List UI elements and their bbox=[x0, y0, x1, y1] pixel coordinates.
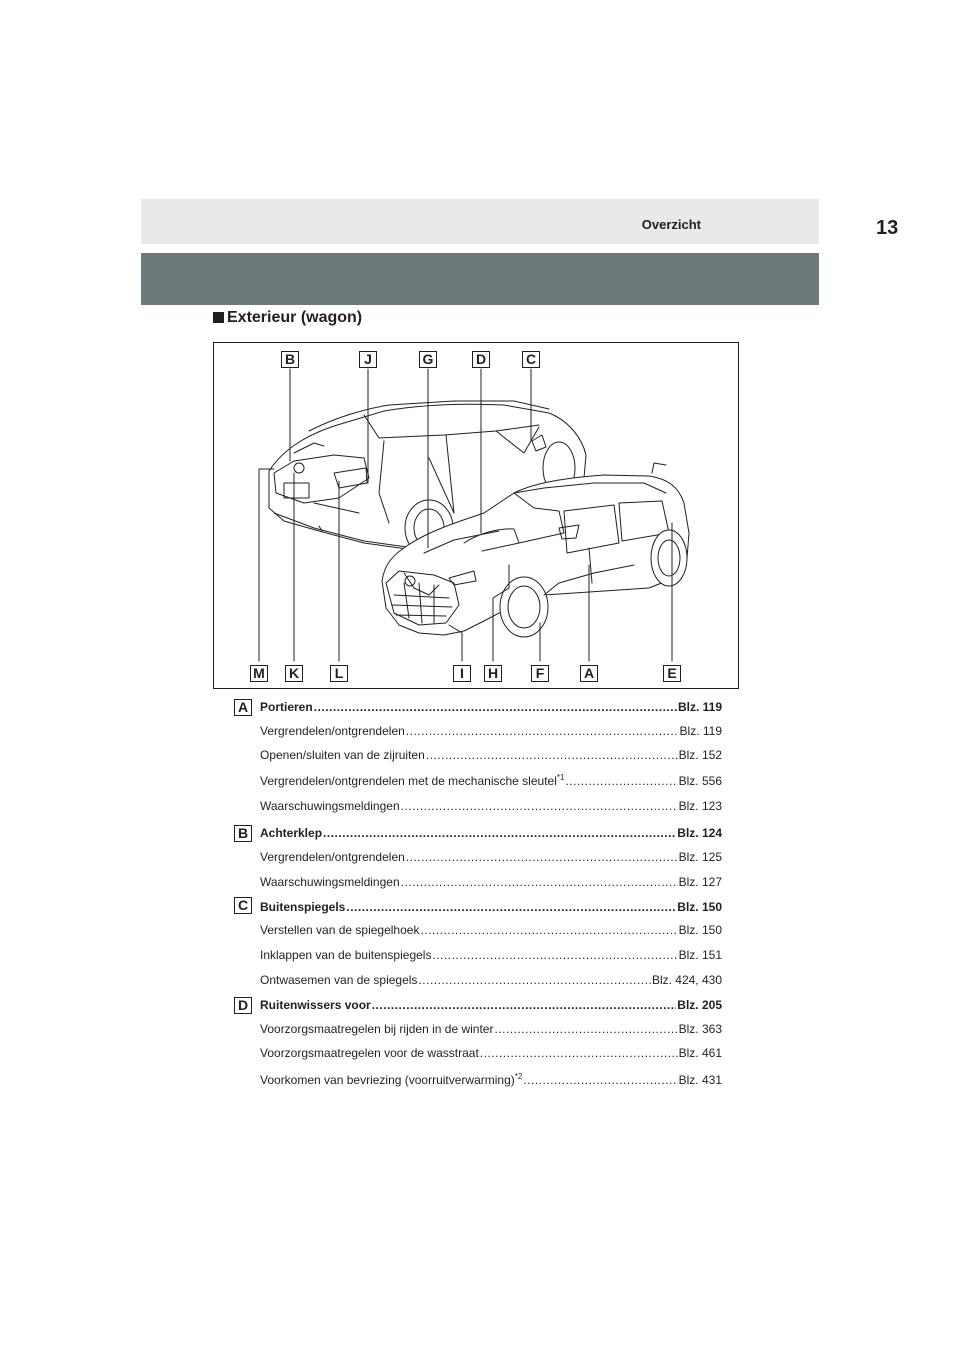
callout-b: B bbox=[281, 351, 299, 368]
callout-k: K bbox=[285, 665, 303, 682]
page-ref: Blz. 127 bbox=[678, 875, 722, 889]
entry-item: Vergrendelen/ontgrendelen met de mechani… bbox=[260, 772, 722, 790]
group-letter-b: B bbox=[234, 825, 252, 842]
leader-dots bbox=[426, 746, 678, 764]
entry-text: Ontwasemen van de spiegels bbox=[260, 973, 418, 987]
entry-item: Ontwasemen van de spiegels Blz. 424, 430 bbox=[260, 971, 722, 989]
group-letter-d: D bbox=[234, 997, 252, 1014]
leader-dots bbox=[323, 824, 676, 842]
entry-text: Vergrendelen/ontgrendelen bbox=[260, 850, 405, 864]
callout-a: A bbox=[580, 665, 598, 682]
entry-text: Waarschuwingsmeldingen bbox=[260, 875, 400, 889]
entry-item: Inklappen van de buitenspiegels Blz. 151 bbox=[260, 946, 722, 964]
entry-text: Inklappen van de buitenspiegels bbox=[260, 948, 432, 962]
callout-m: M bbox=[250, 665, 268, 682]
entry-item: Verstellen van de spiegelhoek Blz. 150 bbox=[260, 921, 722, 939]
section-label: Overzicht bbox=[641, 217, 701, 232]
page-ref: Blz. 125 bbox=[678, 850, 722, 864]
entry-title: Buitenspiegels bbox=[260, 900, 346, 914]
page-ref: Blz. 556 bbox=[678, 774, 722, 788]
leader-dots bbox=[420, 921, 677, 939]
leader-dots bbox=[432, 946, 677, 964]
entry-main: Portieren Blz. 119 bbox=[260, 698, 722, 716]
entry-text: Voorzorgsmaatregelen voor de wasstraat bbox=[260, 1046, 479, 1060]
car-illustration bbox=[258, 368, 690, 662]
entry-text: Verstellen van de spiegelhoek bbox=[260, 923, 420, 937]
callout-c: C bbox=[522, 351, 540, 368]
entry-text-main: Voorkomen van bevriezing (voorruitverwar… bbox=[260, 1073, 515, 1087]
page-ref: Blz. 152 bbox=[678, 748, 722, 762]
page-ref: Blz. 461 bbox=[678, 1046, 722, 1060]
entry-item: Waarschuwingsmeldingen Blz. 123 bbox=[260, 797, 722, 815]
page-ref: Blz. 119 bbox=[677, 700, 722, 714]
entry-text: Waarschuwingsmeldingen bbox=[260, 799, 400, 813]
leader-dots bbox=[406, 722, 679, 740]
leader-dots bbox=[346, 898, 676, 916]
exterior-figure: B J G D C M K L I H F A E bbox=[213, 342, 739, 689]
entry-main: Achterklep Blz. 124 bbox=[260, 824, 722, 842]
entry-title: Achterklep bbox=[260, 826, 323, 840]
entry-item: Openen/sluiten van de zijruiten Blz. 152 bbox=[260, 746, 722, 764]
leader-dots bbox=[401, 797, 678, 815]
entry-text: Vergrendelen/ontgrendelen met de mechani… bbox=[260, 772, 564, 790]
page-ref: Blz. 124 bbox=[677, 826, 722, 840]
entry-item: Voorzorgsmaatregelen bij rijden in de wi… bbox=[260, 1020, 722, 1038]
leader-dots bbox=[480, 1044, 678, 1062]
section-title-text: Exterieur (wagon) bbox=[227, 309, 363, 326]
leader-dots bbox=[372, 996, 677, 1014]
page-ref: Blz. 205 bbox=[677, 998, 722, 1012]
entry-text: Vergrendelen/ontgrendelen bbox=[260, 724, 405, 738]
section-title: Exterieur (wagon) bbox=[213, 309, 362, 327]
bullet-square-icon bbox=[213, 312, 224, 323]
group-letter-c: C bbox=[234, 897, 252, 914]
entry-main: Buitenspiegels Blz. 150 bbox=[260, 898, 722, 916]
page-ref: Blz. 363 bbox=[678, 1022, 722, 1036]
leader-dots bbox=[418, 971, 651, 989]
entry-text: Voorzorgsmaatregelen bij rijden in de wi… bbox=[260, 1022, 494, 1036]
entry-item: Waarschuwingsmeldingen Blz. 127 bbox=[260, 873, 722, 891]
callout-j: J bbox=[359, 351, 377, 368]
leader-dots bbox=[494, 1020, 677, 1038]
entry-main: Ruitenwissers voor Blz. 205 bbox=[260, 996, 722, 1014]
header-band bbox=[141, 253, 819, 305]
footnote-mark: *1 bbox=[556, 773, 565, 782]
callout-e: E bbox=[663, 665, 681, 682]
footnote-mark: *2 bbox=[514, 1072, 523, 1081]
entry-title: Ruitenwissers voor bbox=[260, 998, 371, 1012]
entry-text: Openen/sluiten van de zijruiten bbox=[260, 748, 425, 762]
leader-lines bbox=[258, 368, 673, 662]
callout-d: D bbox=[472, 351, 490, 368]
entry-item: Voorkomen van bevriezing (voorruitverwar… bbox=[260, 1071, 722, 1089]
page-ref: Blz. 150 bbox=[678, 923, 722, 937]
entry-text-main: Vergrendelen/ontgrendelen met de mechani… bbox=[260, 774, 557, 788]
entry-item: Vergrendelen/ontgrendelen Blz. 125 bbox=[260, 848, 722, 866]
page-ref: Blz. 119 bbox=[679, 724, 722, 738]
page-ref: Blz. 151 bbox=[678, 948, 722, 962]
leader-dots bbox=[406, 848, 678, 866]
leader-dots bbox=[523, 1071, 677, 1089]
leader-dots bbox=[314, 698, 677, 716]
leader-dots bbox=[565, 772, 677, 790]
group-letter-a: A bbox=[234, 699, 252, 716]
entry-title: Portieren bbox=[260, 700, 313, 714]
callout-h: H bbox=[484, 665, 502, 682]
leader-dots bbox=[401, 873, 678, 891]
page-ref: Blz. 150 bbox=[677, 900, 722, 914]
page-ref: Blz. 431 bbox=[678, 1073, 722, 1087]
callout-l: L bbox=[330, 665, 348, 682]
callout-i: I bbox=[453, 665, 471, 682]
front-car-drawing bbox=[381, 457, 690, 638]
entry-item: Voorzorgsmaatregelen voor de wasstraat Bl… bbox=[260, 1044, 722, 1062]
page-ref: Blz. 123 bbox=[678, 799, 722, 813]
page-number: 13 bbox=[876, 217, 899, 239]
entry-text: Voorkomen van bevriezing (voorruitverwar… bbox=[260, 1071, 522, 1089]
entry-item: Vergrendelen/ontgrendelen Blz. 119 bbox=[260, 722, 722, 740]
page-header: Overzicht 13 bbox=[141, 199, 898, 244]
callout-f: F bbox=[531, 665, 549, 682]
page-ref: Blz. 424, 430 bbox=[651, 973, 722, 987]
callout-g: G bbox=[419, 351, 437, 368]
